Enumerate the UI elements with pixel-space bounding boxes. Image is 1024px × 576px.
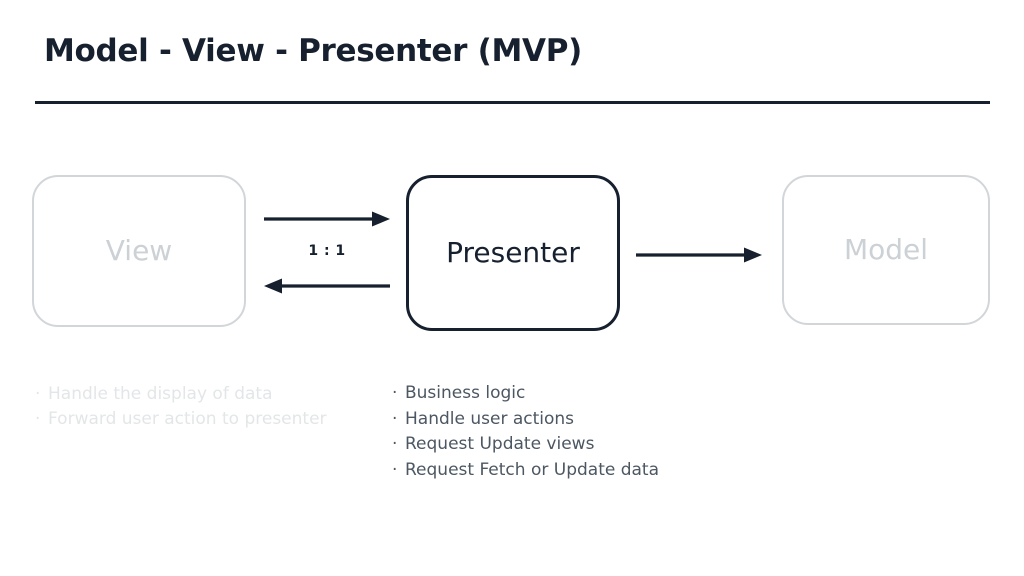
bullet-icon: · bbox=[392, 408, 398, 429]
list-item: · Request Update views bbox=[392, 432, 659, 458]
diagram-node-view-label: View bbox=[105, 234, 173, 267]
bullet-icon: · bbox=[35, 409, 41, 429]
arrow-left-icon-presenter-to-view bbox=[264, 278, 390, 294]
diagram-node-model[interactable]: Model bbox=[782, 175, 990, 325]
list-item: · Handle user actions bbox=[392, 407, 659, 433]
bullet-icon: · bbox=[35, 384, 41, 404]
list-item: · Request Fetch or Update data bbox=[392, 458, 659, 484]
bullet-icon: · bbox=[392, 434, 398, 454]
diagram-node-presenter-label: Presenter bbox=[446, 236, 580, 269]
page-title: Model - View - Presenter (MVP) bbox=[44, 33, 583, 69]
list-item-label: Forward user action to presenter bbox=[48, 409, 327, 429]
list-item-label: Business logic bbox=[405, 383, 526, 403]
diagram-node-view[interactable]: View bbox=[32, 175, 246, 327]
bullet-icon: · bbox=[392, 383, 398, 403]
arrow-right-icon-view-to-presenter bbox=[264, 211, 390, 227]
diagram-node-model-label: Model bbox=[843, 233, 929, 266]
list-item-label: Request Fetch or Update data bbox=[405, 459, 660, 480]
list-item: · Forward user action to presenter bbox=[35, 407, 327, 432]
list-item: · Business logic bbox=[392, 381, 659, 407]
arrow-right-icon-presenter-to-model bbox=[636, 247, 762, 263]
list-item-label: Handle the display of data bbox=[48, 384, 273, 404]
list-item-label: Handle user actions bbox=[405, 408, 575, 429]
list-item: · Handle the display of data bbox=[35, 382, 327, 407]
presenter-responsibilities-list: · Business logic · Handle user actions · Re… bbox=[392, 381, 659, 483]
connection-ratio-label: 1 : 1 bbox=[308, 243, 346, 259]
view-responsibilities-list: · Handle the display of data · Forward use… bbox=[35, 382, 327, 432]
diagram-node-presenter[interactable]: Presenter bbox=[406, 175, 620, 331]
title-divider bbox=[35, 101, 990, 104]
bullet-icon: · bbox=[392, 459, 398, 480]
list-item-label: Request Update views bbox=[405, 434, 595, 454]
